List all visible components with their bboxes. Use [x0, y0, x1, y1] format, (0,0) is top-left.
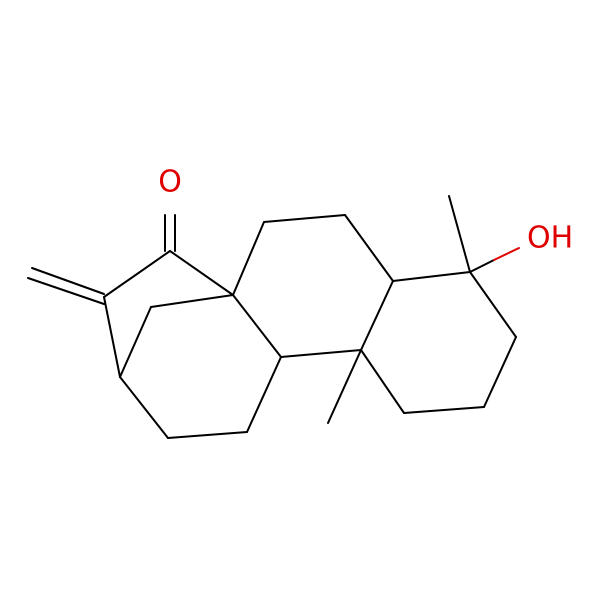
skeleton-bonds [103, 195, 517, 439]
methylene-double-bond [27, 267, 105, 305]
ketone-double-bond [164, 214, 176, 252]
ketone-oxygen-label: O [158, 165, 182, 200]
hydroxyl-bond [469, 247, 520, 273]
hydroxyl-label: OH [527, 221, 573, 256]
